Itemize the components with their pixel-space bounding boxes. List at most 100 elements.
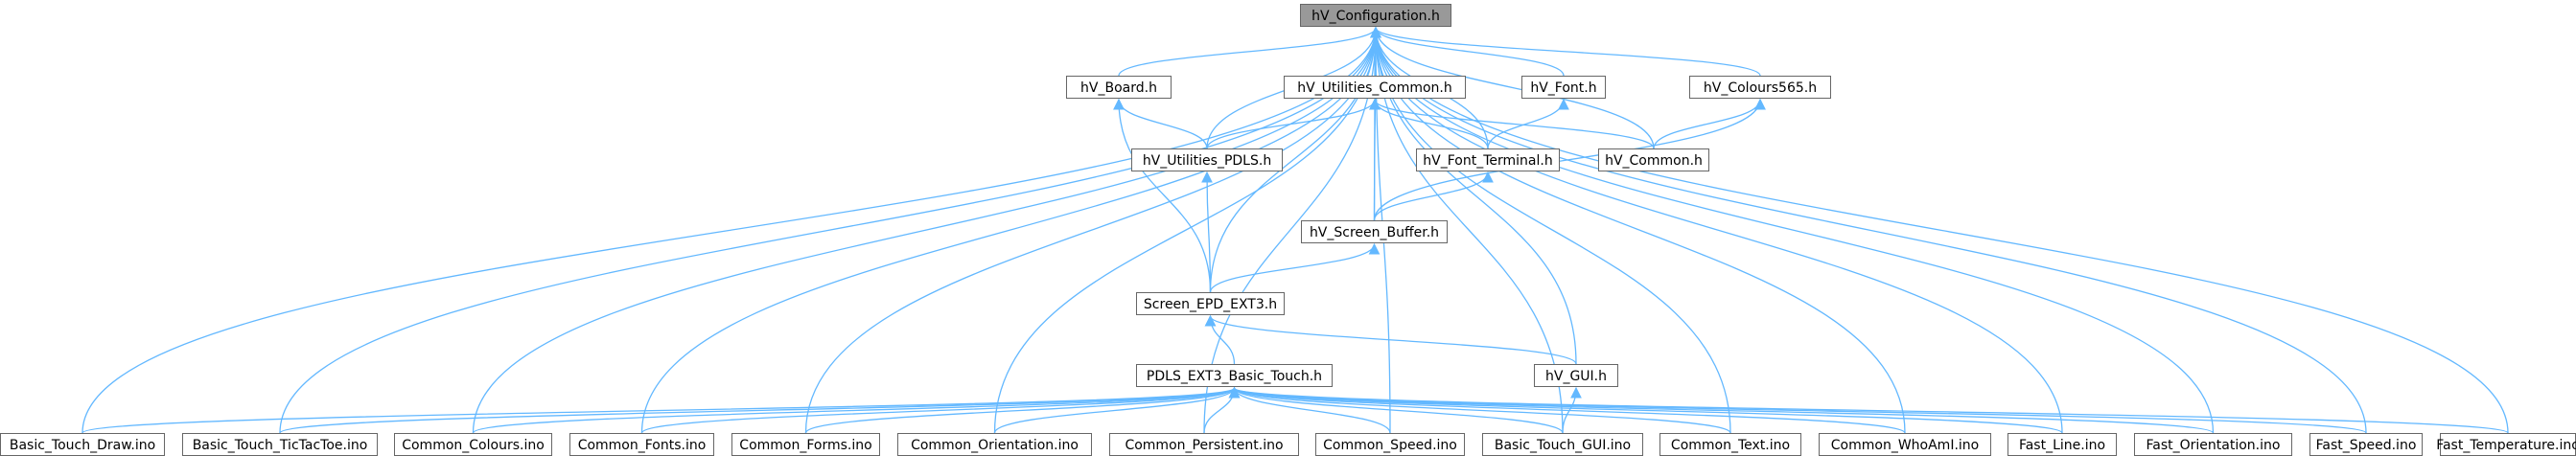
edge-basic_touch_gui_ino-to-pdls_ext3_basic_touch_h [1228, 386, 1564, 434]
edge-hv_board_h-to-hv_configuration_h [1118, 26, 1381, 77]
edge-hv_utilities_pdls_h-to-hv_board_h [1113, 98, 1208, 149]
node-hv-font-h[interactable]: hV_Font.h [1521, 76, 1606, 99]
dependency-edges [81, 26, 2509, 434]
node-box [1521, 76, 1606, 99]
edge-common_fonts_ino-to-hv_configuration_h [640, 26, 1381, 434]
node-label: Fast_Orientation.ino [2147, 438, 2281, 453]
node-common-persistent-ino[interactable]: Common_Persistent.ino [1109, 433, 1299, 456]
node-box [1301, 220, 1448, 243]
edge-fast_line_ino-to-pdls_ext3_basic_touch_h [1229, 386, 2063, 434]
edge-basic_touch_tictactoe_ino-to-hv_configuration_h [279, 26, 1381, 434]
node-label: Screen_EPD_EXT3.h [1144, 297, 1277, 312]
node-label: Common_Forms.ino [739, 438, 871, 453]
node-box [1136, 292, 1285, 315]
edge-hv_colours565_h-to-hv_configuration_h [1370, 26, 1761, 77]
edge-common_persistent_ino-to-hv_configuration_h [1203, 26, 1381, 434]
node-label: Fast_Temperature.ino [2436, 438, 2576, 453]
node-label: hV_Utilities_PDLS.h [1143, 153, 1271, 169]
edge-common_forms_ino-to-hv_configuration_h [804, 26, 1381, 434]
edge-screen_epd_ext3_h-to-hv_board_h [1113, 98, 1212, 293]
node-label: Common_Fonts.ino [578, 438, 707, 453]
edge-common_orientation_ino-to-pdls_ext3_basic_touch_h [993, 386, 1241, 434]
node-box [1689, 76, 1831, 99]
edge-common_forms_ino-to-pdls_ext3_basic_touch_h [804, 386, 1241, 434]
node-hv-colours565-h[interactable]: hV_Colours565.h [1689, 76, 1831, 99]
edge-fast_temperature_ino-to-hv_configuration_h [1370, 26, 2509, 434]
edge-hv_font_terminal_h-to-hv_font_h [1487, 98, 1569, 149]
node-common-colours-ino[interactable]: Common_Colours.ino [394, 433, 552, 456]
node-label: Basic_Touch_Draw.ino [10, 438, 155, 453]
node-label: hV_Common.h [1605, 153, 1703, 169]
node-label: Common_Persistent.ino [1125, 438, 1283, 453]
edge-common_colours_ino-to-hv_configuration_h [472, 26, 1381, 434]
node-hv-utilities-common-h[interactable]: hV_Utilities_Common.h [1284, 76, 1466, 99]
node-basic-touch-gui-ino[interactable]: Basic_Touch_GUI.ino [1482, 433, 1643, 456]
node-box [1131, 148, 1283, 171]
edge-hv_common_h-to-hv_configuration_h [1370, 26, 1655, 149]
file-nodes: hV_Configuration.h hV_Board.h hV_Utilities… [0, 4, 2576, 456]
node-label: hV_Font_Terminal.h [1423, 153, 1552, 169]
node-hv-common-h[interactable]: hV_Common.h [1598, 148, 1709, 171]
edge-screen_epd_ext3_h-to-hv_utilities_pdls_h [1201, 171, 1213, 293]
node-box [1136, 364, 1333, 387]
node-label: hV_GUI.h [1545, 369, 1607, 384]
edge-hv_utilities_pdls_h-to-hv_utilities_common_h [1206, 98, 1381, 149]
edge-fast_orientation_ino-to-hv_configuration_h [1370, 26, 2215, 434]
node-basic-touch-tictactoe-ino[interactable]: Basic_Touch_TicTacToe.ino [182, 433, 378, 456]
node-label: hV_Board.h [1080, 80, 1157, 96]
node-pdls-ext3-basic-touch-h[interactable]: PDLS_EXT3_Basic_Touch.h [1136, 364, 1333, 387]
node-box [1416, 148, 1560, 171]
node-common-forms-ino[interactable]: Common_Forms.ino [731, 433, 880, 456]
edge-fast_speed_ino-to-hv_configuration_h [1370, 26, 2367, 434]
node-box [1300, 4, 1451, 27]
node-fast-line-ino[interactable]: Fast_Line.ino [2007, 433, 2117, 456]
node-label: Fast_Line.ino [2019, 438, 2105, 453]
edge-common_orientation_ino-to-hv_configuration_h [993, 26, 1381, 434]
node-hv-configuration-h[interactable]: hV_Configuration.h [1300, 4, 1451, 27]
edge-fast_temperature_ino-to-pdls_ext3_basic_touch_h [1229, 386, 2509, 434]
edge-hv_common_h-to-hv_utilities_common_h [1369, 98, 1655, 149]
node-basic-touch-draw-ino[interactable]: Basic_Touch_Draw.ino [0, 433, 165, 456]
node-label: Fast_Speed.ino [2316, 438, 2417, 453]
edge-common_text_ino-to-pdls_ext3_basic_touch_h [1228, 386, 1731, 434]
node-label: hV_Utilities_Common.h [1297, 80, 1452, 96]
node-fast-orientation-ino[interactable]: Fast_Orientation.ino [2134, 433, 2292, 456]
edge-hv_font_h-to-hv_configuration_h [1370, 26, 1565, 77]
edge-basic_touch_tictactoe_ino-to-pdls_ext3_basic_touch_h [279, 386, 1240, 434]
edge-fast_line_ino-to-hv_configuration_h [1370, 26, 2063, 434]
node-label: hV_Configuration.h [1311, 9, 1440, 24]
edge-hv_screen_buffer_h-to-hv_colours565_h [1373, 98, 1766, 221]
edge-hv_screen_buffer_h-to-hv_utilities_common_h [1369, 98, 1381, 221]
node-common-speed-ino[interactable]: Common_Speed.ino [1315, 433, 1465, 456]
node-label: Common_Colours.ino [402, 438, 545, 453]
node-box [1534, 364, 1618, 387]
edge-hv_font_terminal_h-to-hv_utilities_common_h [1369, 98, 1489, 149]
node-label: PDLS_EXT3_Basic_Touch.h [1147, 369, 1322, 384]
node-common-text-ino[interactable]: Common_Text.ino [1659, 433, 1801, 456]
node-fast-speed-ino[interactable]: Fast_Speed.ino [2309, 433, 2423, 456]
edge-basic_touch_gui_ino-to-hv_configuration_h [1370, 26, 1564, 434]
node-label: hV_Screen_Buffer.h [1310, 225, 1439, 240]
node-hv-screen-buffer-h[interactable]: hV_Screen_Buffer.h [1301, 220, 1448, 243]
node-box [1598, 148, 1709, 171]
node-hv-gui-h[interactable]: hV_GUI.h [1534, 364, 1618, 387]
node-common-fonts-ino[interactable]: Common_Fonts.ino [569, 433, 714, 456]
node-hv-board-h[interactable]: hV_Board.h [1066, 76, 1172, 99]
edge-basic_touch_draw_ino-to-pdls_ext3_basic_touch_h [81, 386, 1240, 434]
edge-hv_common_h-to-hv_colours565_h [1653, 98, 1766, 149]
edge-common_speed_ino-to-pdls_ext3_basic_touch_h [1228, 386, 1391, 434]
edge-common_colours_ino-to-pdls_ext3_basic_touch_h [472, 386, 1240, 434]
node-common-orientation-ino[interactable]: Common_Orientation.ino [897, 433, 1092, 456]
node-fast-temperature-ino[interactable]: Fast_Temperature.ino [2436, 433, 2576, 456]
node-hv-utilities-pdls-h[interactable]: hV_Utilities_PDLS.h [1131, 148, 1283, 171]
node-hv-font-terminal-h[interactable]: hV_Font_Terminal.h [1416, 148, 1560, 171]
node-label: Common_Text.ino [1671, 438, 1790, 453]
edge-fast_orientation_ino-to-pdls_ext3_basic_touch_h [1229, 386, 2215, 434]
node-label: Common_WhoAmI.ino [1831, 438, 1979, 453]
node-screen-epd-ext3-h[interactable]: Screen_EPD_EXT3.h [1136, 292, 1285, 315]
node-common-whoami-ino[interactable]: Common_WhoAmI.ino [1819, 433, 1991, 456]
edge-common_fonts_ino-to-pdls_ext3_basic_touch_h [640, 386, 1241, 434]
node-box [1284, 76, 1466, 99]
edge-common_whoami_ino-to-pdls_ext3_basic_touch_h [1228, 386, 1906, 434]
